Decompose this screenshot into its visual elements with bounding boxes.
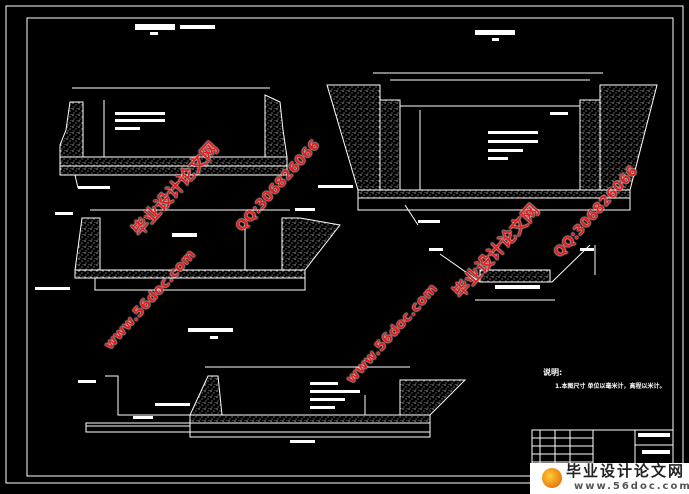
- section-middle-right: [429, 244, 596, 301]
- logo-title: 毕业设计论文网: [566, 462, 686, 480]
- section-bottom: [78, 328, 467, 443]
- site-logo: 毕业设计论文网 www.56doc.com: [530, 463, 689, 494]
- drawing-frame: [26, 17, 674, 477]
- notes-heading: 说明:: [543, 368, 563, 377]
- notes-text: 1.本图尺寸 单位以毫米计，高程以米计。: [555, 383, 666, 390]
- logo-url: www.56doc.com: [574, 481, 689, 492]
- section-top-right: [318, 30, 658, 226]
- logo-ball-icon: [542, 468, 562, 488]
- section-middle-left: [35, 208, 341, 291]
- section-top-left: [59, 24, 288, 189]
- outer-border: [5, 5, 684, 484]
